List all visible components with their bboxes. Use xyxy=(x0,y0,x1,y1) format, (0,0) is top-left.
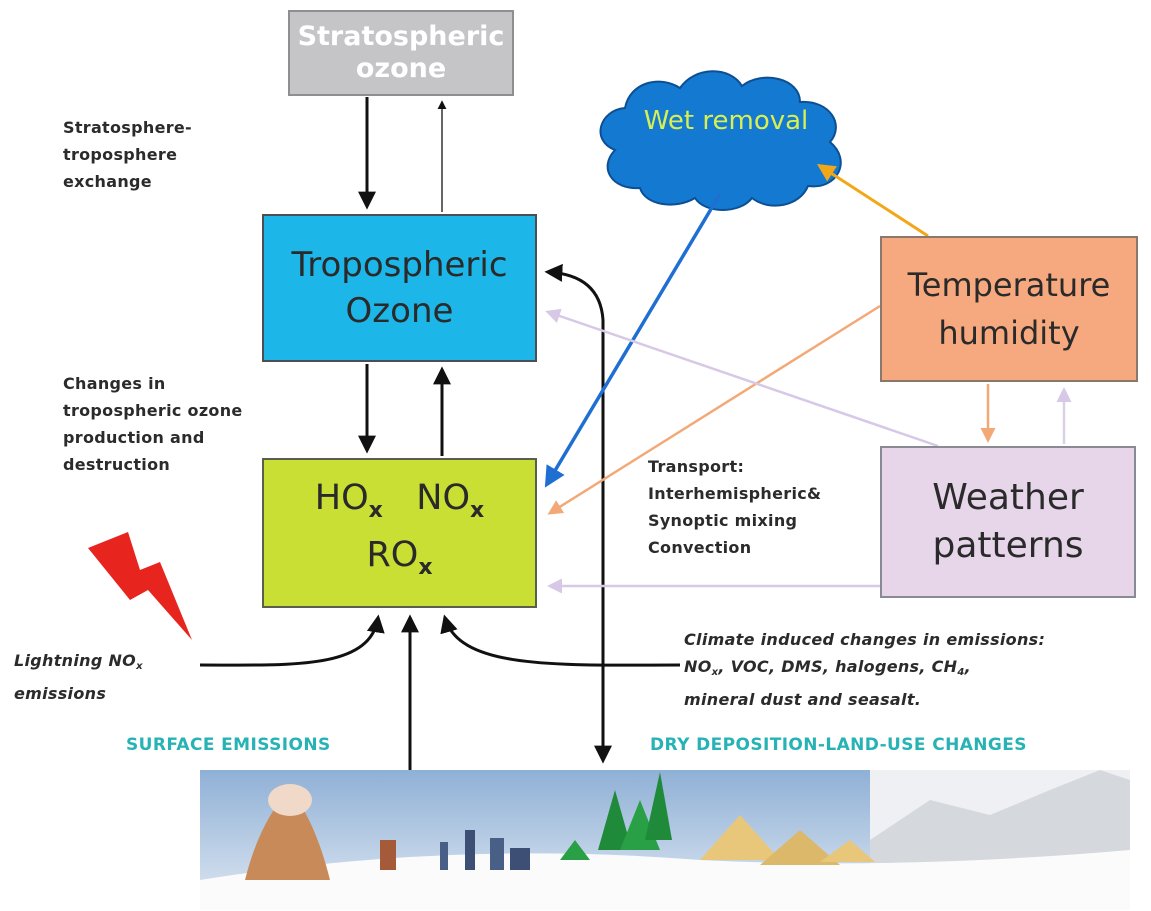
tropospheric-ozone-box: Tropospheric Ozone xyxy=(262,214,537,362)
transport-line: Interhemispheric& xyxy=(648,484,822,503)
wet-removal-cloud xyxy=(599,70,842,211)
climate-line1: Climate induced changes in emissions: xyxy=(684,630,1046,649)
radicals-box: HOx NOx ROx xyxy=(262,458,537,608)
climate-line2: NOx, VOC, DMS, halogens, CH4, xyxy=(684,653,1045,686)
changes-label: Changes in tropospheric ozone production… xyxy=(63,370,243,478)
weather-patterns-box: Weather patterns xyxy=(880,446,1136,598)
lightning-subscript: x xyxy=(136,661,143,672)
stratospheric-ozone-line2: ozone xyxy=(355,53,447,84)
stratospheric-ozone-line1: Stratospheric xyxy=(297,21,505,52)
transport-label: Transport: Interhemispheric& Synoptic mi… xyxy=(648,453,821,561)
rox-subscript: x xyxy=(418,555,433,580)
exchange-line: Stratosphere- xyxy=(63,118,193,137)
tropospheric-ozone-line1: Tropospheric xyxy=(291,245,508,285)
arrow-temp-to-cloud xyxy=(816,164,929,238)
arrow-wet-removal xyxy=(544,193,722,488)
lightning-text: Lightning NO xyxy=(14,651,137,670)
changes-line: destruction xyxy=(63,455,171,474)
dry-deposition-label: DRY DEPOSITION-LAND-USE CHANGES xyxy=(650,735,1027,755)
weather-line2: patterns xyxy=(932,525,1084,566)
nox-subscript: x xyxy=(470,498,485,523)
changes-line: Changes in xyxy=(63,374,166,393)
climate-comma: , xyxy=(964,657,971,676)
changes-line: tropospheric ozone xyxy=(63,401,243,420)
climate-species: , VOC, DMS, halogens, CH xyxy=(718,657,958,676)
arrow-weather-to-trop xyxy=(545,308,939,448)
exchange-label: Stratosphere- troposphere exchange xyxy=(63,114,192,195)
surface-emissions-label: SURFACE EMISSIONS xyxy=(126,735,331,755)
lightning-label: Lightning NOx emissions xyxy=(14,647,143,707)
exchange-line: exchange xyxy=(63,172,152,191)
temperature-humidity-box: Temperature humidity xyxy=(880,236,1138,382)
radicals-row1: HOx NOx xyxy=(315,476,484,533)
nox-label: NO xyxy=(416,478,470,518)
rox-label: RO xyxy=(366,535,419,575)
lightning-line1: Lightning NOx xyxy=(14,647,143,680)
lightning-icon xyxy=(88,532,192,640)
arrow-temp-to-hox xyxy=(547,304,881,515)
hox-subscript: x xyxy=(368,498,383,523)
climate-nox: NO xyxy=(684,657,712,676)
radicals-row2: ROx xyxy=(366,533,432,590)
wet-removal-label: Wet removal xyxy=(643,106,809,136)
exchange-line: troposphere xyxy=(63,145,178,164)
climate-nox-sub: x xyxy=(711,667,719,678)
lightning-line2: emissions xyxy=(14,684,107,703)
climate-line3: mineral dust and seasalt. xyxy=(684,690,922,709)
transport-line: Synoptic mixing xyxy=(648,511,798,530)
arrow-climate-emissions xyxy=(440,614,681,667)
hox-label: HO xyxy=(314,478,369,518)
changes-line: production and xyxy=(63,428,205,447)
arrow-lightning-emissions xyxy=(199,614,385,667)
transport-line: Transport: xyxy=(648,457,745,476)
temperature-line1: Temperature xyxy=(907,266,1111,304)
arrow-dry-deposition xyxy=(544,263,612,764)
weather-line1: Weather xyxy=(932,477,1084,518)
transport-line: Convection xyxy=(648,538,752,557)
climate-label: Climate induced changes in emissions: NO… xyxy=(684,626,1045,713)
climate-ch4-sub: 4 xyxy=(957,667,965,678)
tropospheric-ozone-line2: Ozone xyxy=(345,291,454,331)
stratospheric-ozone-box: Stratospheric ozone xyxy=(288,10,514,96)
temperature-line2: humidity xyxy=(938,314,1080,352)
landscape-illustration xyxy=(200,770,1130,910)
